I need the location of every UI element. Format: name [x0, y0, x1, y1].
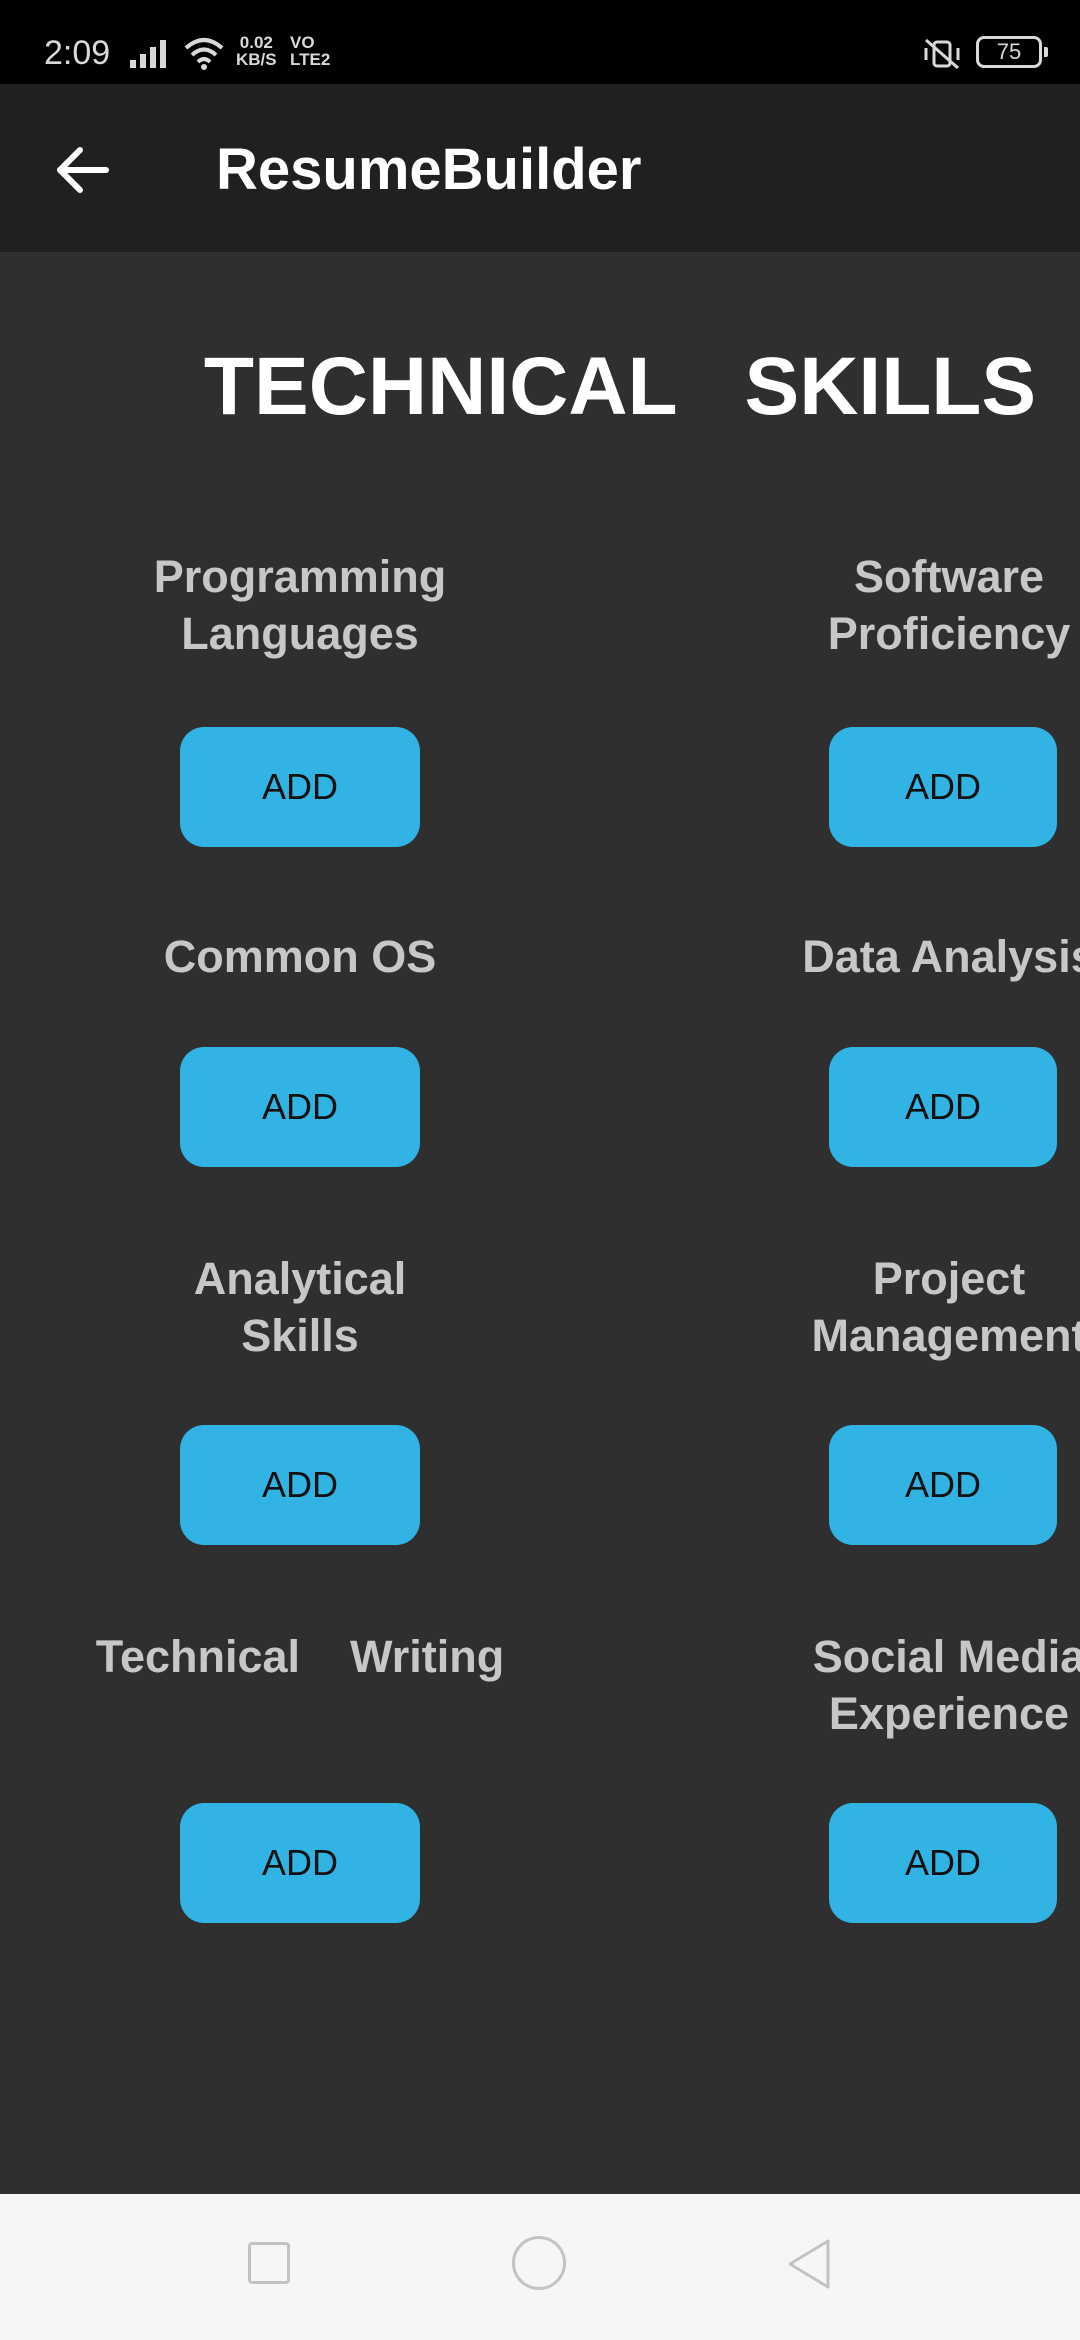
volte-line1: VO	[290, 33, 315, 52]
navigation-bar	[0, 2194, 1080, 2340]
wifi-icon	[184, 38, 224, 70]
skill-label-project-management: Project Management	[811, 1253, 1080, 1361]
add-software-proficiency-button[interactable]: ADD	[829, 727, 1057, 847]
home-icon[interactable]	[512, 2236, 566, 2290]
skill-label-common-os: Common OS	[163, 931, 437, 982]
network-speed-unit: KB/S	[236, 50, 277, 69]
network-speed-value: 0.02	[239, 33, 273, 52]
skill-label-data-analysis: Data Analysis	[802, 931, 1080, 982]
skill-label-software-proficiency: Software Proficiency	[827, 551, 1071, 659]
battery-icon: 75	[976, 36, 1048, 68]
skill-label-programming-languages: Programming Languages	[153, 551, 447, 659]
back-button[interactable]	[40, 128, 124, 212]
add-analytical-skills-button[interactable]: ADD	[180, 1425, 420, 1545]
skill-label-social-media-experience: Social Media Experience	[812, 1631, 1080, 1739]
back-triangle-icon[interactable]	[786, 2238, 832, 2290]
add-social-media-experience-button[interactable]: ADD	[829, 1803, 1057, 1923]
signal-icon	[130, 40, 166, 68]
add-technical-writing-button[interactable]: ADD	[180, 1803, 420, 1923]
status-bar: 2:09 0.02 KB/S VO LTE2 75	[0, 0, 1080, 84]
add-programming-languages-button[interactable]: ADD	[180, 727, 420, 847]
recent-apps-icon[interactable]	[248, 2242, 290, 2284]
add-common-os-button[interactable]: ADD	[180, 1047, 420, 1167]
add-data-analysis-button[interactable]: ADD	[829, 1047, 1057, 1167]
status-time: 2:09	[44, 34, 111, 72]
volte-line2: LTE2	[290, 50, 331, 69]
page-heading: TECHNICAL SKILLS	[203, 341, 1037, 432]
add-project-management-button[interactable]: ADD	[829, 1425, 1057, 1545]
network-speed: 0.02 KB/S	[236, 34, 277, 68]
app-title: ResumeBuilder	[216, 137, 642, 202]
app-bar: ResumeBuilder	[0, 84, 1080, 252]
volte-indicator: VO LTE2	[290, 34, 330, 68]
mute-icon	[924, 38, 960, 70]
skill-label-analytical-skills: Analytical Skills	[193, 1253, 407, 1361]
arrow-left-icon	[57, 147, 109, 193]
skill-label-technical-writing: Technical Writing	[95, 1631, 505, 1682]
